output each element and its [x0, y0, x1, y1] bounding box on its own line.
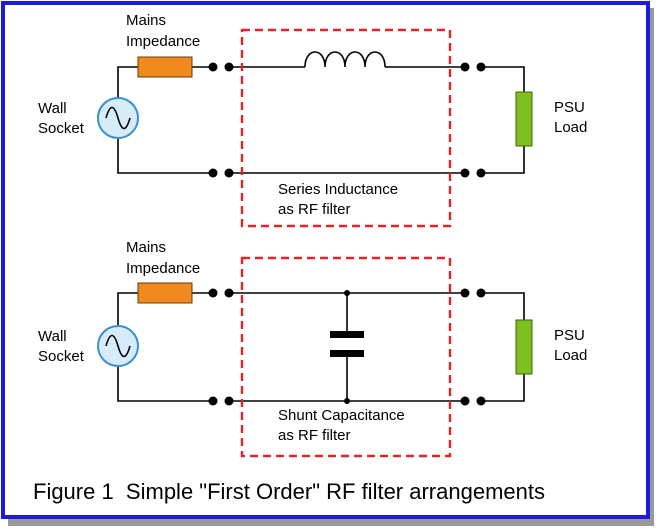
top-filter-label-1: Series Inductance: [278, 181, 398, 198]
top-mains-label-2: Impedance: [126, 33, 200, 50]
bottom-filter-label-2: as RF filter: [278, 427, 351, 444]
top-circuit: Mains Impedance Wall Socket PSU Load Ser…: [38, 12, 587, 228]
top-filter-label-2: as RF filter: [278, 201, 351, 218]
bottom-filter-label-1: Shunt Capacitance: [278, 407, 405, 424]
top-source-label-1: Wall: [38, 100, 67, 117]
top-load-label-1: PSU: [554, 99, 585, 116]
top-wires: [117, 66, 525, 174]
bottom-mains-label-2: Impedance: [126, 260, 200, 277]
bottom-capacitor-icon: [330, 290, 364, 404]
bottom-source-label-1: Wall: [38, 328, 67, 345]
bottom-load-label-1: PSU: [554, 327, 585, 344]
bottom-mains-impedance-resistor: [137, 282, 193, 304]
top-terminals: [208, 62, 486, 178]
top-source-label-2: Socket: [38, 120, 85, 137]
bottom-source-label-2: Socket: [38, 348, 85, 365]
bottom-terminals: [208, 288, 486, 406]
top-load-label-2: Load: [554, 119, 587, 136]
bottom-load-label-2: Load: [554, 347, 587, 364]
top-mains-impedance-resistor: [137, 56, 193, 78]
figure-caption: Figure 1 Simple "First Order" RF filter …: [33, 479, 545, 504]
bottom-filter-box: [240, 256, 452, 458]
top-ac-source-icon: [97, 97, 139, 139]
bottom-mains-label-1: Mains: [126, 239, 166, 256]
bottom-circuit: Mains Impedance Wall Socket PSU Load Shu…: [38, 239, 587, 458]
figure-border: [1, 1, 650, 519]
top-mains-label-1: Mains: [126, 12, 166, 29]
bottom-psu-load-icon: [515, 319, 533, 375]
bottom-ac-source-icon: [97, 325, 139, 367]
top-inductor-icon: [288, 51, 390, 68]
top-filter-box: [240, 28, 452, 228]
top-psu-load-icon: [515, 91, 533, 147]
